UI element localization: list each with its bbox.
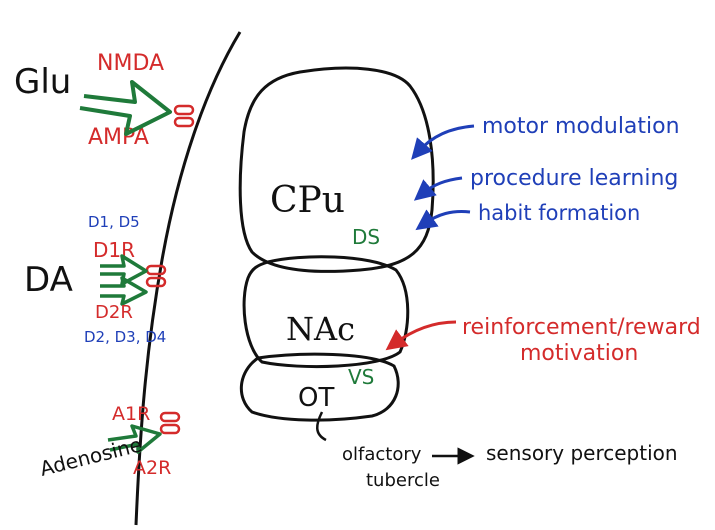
adenosine-label: Adenosine [37, 432, 144, 480]
d1-family-label: D1, D5 [88, 213, 140, 231]
ot-region [239, 352, 400, 422]
glu-label: Glu [14, 62, 71, 102]
cpu-region [238, 66, 435, 273]
d2-family-label: D2, D3, D4 [84, 328, 166, 346]
da-arrow-icon-d1 [100, 254, 148, 286]
receptor-icon-da [145, 264, 167, 288]
arrow-icon-reinforcement [385, 320, 457, 351]
adenosine-arrow-icon [107, 424, 162, 454]
nac-region [242, 255, 410, 369]
nmda-label: NMDA [97, 51, 164, 76]
a2r-label: A2R [133, 457, 171, 479]
nac-label: NAc [286, 310, 355, 348]
a1r-label: A1R [112, 403, 150, 425]
function-motor-modulation: motor modulation [482, 114, 680, 139]
ot-full-line2: tubercle [366, 470, 440, 491]
ot-full-line1: olfactory [342, 444, 422, 465]
arrow-icon-procedure [413, 176, 463, 201]
arrow-icon-habit [415, 209, 471, 231]
cpu-label: CPu [270, 180, 345, 221]
d2r-label: D2R [95, 302, 133, 323]
ds-label: DS [352, 225, 380, 249]
function-motivation: motivation [520, 341, 638, 366]
vs-label: VS [348, 365, 374, 389]
ot-connector [316, 411, 327, 442]
function-procedure-learning: procedure learning [470, 166, 678, 191]
function-reinforcement-reward: reinforcement/reward [462, 315, 701, 340]
function-habit-formation: habit formation [478, 201, 640, 225]
da-label: DA [24, 260, 73, 300]
receptor-icon-glu [173, 104, 195, 128]
receptor-icon-adenosine [159, 411, 181, 435]
da-arrow-icon-d2 [100, 276, 148, 306]
arrow-icon-motor [411, 124, 475, 160]
ot-label: OT [298, 383, 334, 413]
glu-arrow-icon [79, 80, 172, 136]
cell-membrane [134, 31, 242, 526]
sensory-perception-label: sensory perception [486, 441, 678, 465]
